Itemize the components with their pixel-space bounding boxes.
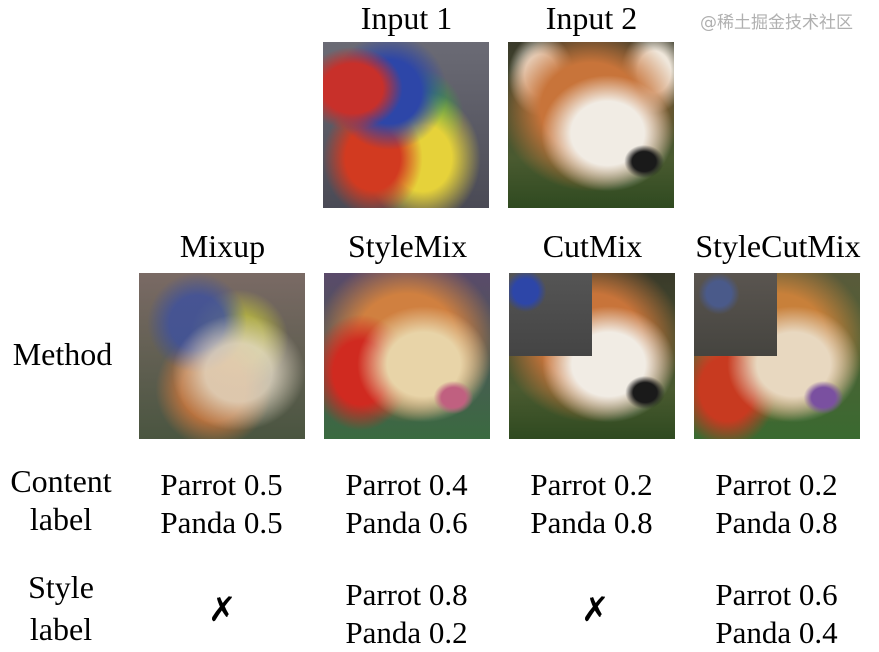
row-label-content-line2: label bbox=[29, 501, 93, 537]
mixup-image bbox=[139, 273, 305, 439]
content-parrot: Parrot 0.5 bbox=[160, 467, 283, 502]
stylecutmix-image bbox=[694, 273, 860, 439]
content-panda: Panda 0.8 bbox=[715, 505, 838, 540]
style-parrot: Parrot 0.8 bbox=[345, 577, 468, 612]
stylemix-image bbox=[324, 273, 490, 439]
row-label-content: Content label bbox=[0, 462, 122, 538]
method-title-mixup: Mixup bbox=[179, 228, 266, 264]
method-title-stylemix: StyleMix bbox=[347, 228, 468, 264]
cutmix-no-style-cross-icon: ✗ bbox=[581, 590, 610, 630]
input-1-parrot-image bbox=[323, 42, 489, 208]
stylecutmix-content-label: Parrot 0.2 Panda 0.8 bbox=[684, 466, 869, 542]
content-panda: Panda 0.6 bbox=[345, 505, 468, 540]
content-parrot: Parrot 0.4 bbox=[345, 467, 468, 502]
content-panda: Panda 0.5 bbox=[160, 505, 283, 540]
stylemix-content-label: Parrot 0.4 Panda 0.6 bbox=[314, 466, 499, 542]
content-panda: Panda 0.8 bbox=[530, 505, 653, 540]
input-2-red-panda-image bbox=[508, 42, 674, 208]
content-parrot: Parrot 0.2 bbox=[530, 467, 653, 502]
row-label-style-line2: label bbox=[29, 611, 93, 647]
mixup-no-style-cross-icon: ✗ bbox=[208, 590, 237, 630]
method-title-cutmix: CutMix bbox=[542, 228, 643, 264]
row-label-method: Method bbox=[12, 336, 113, 372]
row-label-style-line1: Style bbox=[28, 569, 94, 605]
input-1-title: Input 1 bbox=[360, 0, 453, 36]
method-title-stylecutmix: StyleCutMix bbox=[695, 228, 861, 264]
row-label-content-line1: Content bbox=[10, 463, 112, 499]
stylemix-style-label: Parrot 0.8 Panda 0.2 bbox=[314, 576, 499, 652]
row-label-style: Style label bbox=[0, 566, 122, 650]
style-parrot: Parrot 0.6 bbox=[715, 577, 838, 612]
style-panda: Panda 0.2 bbox=[345, 615, 468, 650]
mixup-content-label: Parrot 0.5 Panda 0.5 bbox=[129, 466, 314, 542]
style-panda: Panda 0.4 bbox=[715, 615, 838, 650]
cutmix-image bbox=[509, 273, 675, 439]
input-2-title: Input 2 bbox=[545, 0, 638, 36]
content-parrot: Parrot 0.2 bbox=[715, 467, 838, 502]
watermark: @稀土掘金技术社区 bbox=[700, 13, 853, 33]
stylecutmix-style-label: Parrot 0.6 Panda 0.4 bbox=[684, 576, 869, 652]
cutmix-content-label: Parrot 0.2 Panda 0.8 bbox=[499, 466, 684, 542]
